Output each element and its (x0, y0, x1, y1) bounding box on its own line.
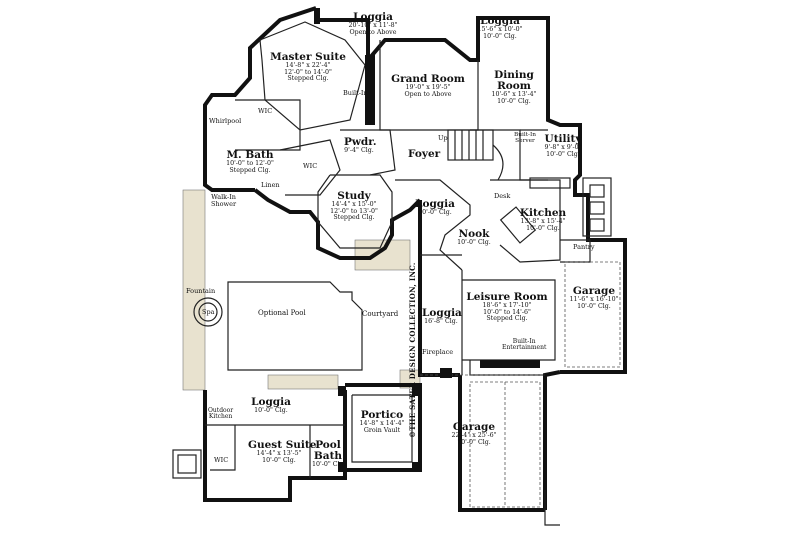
label-wic-master: WIC (258, 107, 273, 115)
room-dining-room: Dining Room 10'-6" x 13'-4" 10'-0" Clg. (491, 69, 537, 105)
room-garage-main: Garage 22'-4" x 25'-6" 10'-0" Clg. (451, 421, 497, 446)
label-outdoor-kitchen: Outdoor Kitchen (208, 407, 234, 421)
label-built-in-server: Built-In Server (514, 132, 537, 145)
room-portico: Portico 14'-8" x 14'-4" Groin Vault (359, 409, 405, 434)
label-fountain: Fountain (186, 287, 216, 295)
room-pwdr: Pwdr. 9'-4" Clg. (344, 136, 377, 155)
label-built-in-entertainment: Built-In Entertainment (502, 338, 547, 352)
cabinets (582, 177, 612, 237)
room-loggia-left: Loggia 16'-8" Clg. (422, 307, 462, 326)
room-loggia-mid: Loggia 10'-0" Clg. (415, 198, 455, 217)
label-fireplace: Fireplace (422, 348, 454, 356)
room-master-suite: Master Suite 14'-8" x 22'-4" 12'-0" to 1… (270, 51, 346, 83)
label-linen: Linen (261, 181, 280, 189)
label-built-in-grand: Built-In (343, 89, 368, 97)
optional-pool-outline (227, 281, 363, 371)
spa-outline (193, 297, 223, 327)
copyright-credit: ©THE SATER DESIGN COLLECTION, INC. (408, 262, 417, 438)
room-loggia-top: Loggia 20'-10" x 11'-8" Open to Above (348, 11, 398, 36)
label-whirlpool: Whirlpool (209, 117, 242, 125)
room-loggia-top-right: Loggia 15'-6" x 10'-0" 10'-0" Clg. (477, 15, 523, 40)
hatched-terrace (182, 189, 421, 391)
room-utility: Utility 9'-8" x 9'-0" 10'-0" Clg. (544, 133, 582, 158)
label-walk-in-shower: Walk-In Shower (211, 193, 237, 208)
exterior-walls (203, 6, 627, 512)
label-optional-pool: Optional Pool (258, 309, 306, 317)
room-m-bath: M. Bath 10'-0" to 12'-0" Stepped Clg. (226, 149, 274, 174)
room-study: Study 14'-4" x 15'-0" 12'-0" to 13'-0" S… (330, 190, 378, 222)
kitchen-island (499, 206, 537, 244)
label-spa: Spa (202, 308, 215, 316)
label-courtyard: Courtyard (362, 310, 399, 318)
room-grand-room: Grand Room 19'-0" x 19'-5" Open to Above (391, 73, 465, 98)
room-kitchen: Kitchen 13'-8" x 15'-4" 10'-0" Clg. (519, 207, 567, 232)
label-wic-guest: WIC (214, 456, 229, 464)
label-wic-study: WIC (303, 162, 318, 170)
label-up: Up (438, 134, 448, 142)
room-foyer: Foyer (408, 148, 441, 160)
garage-bays (469, 381, 541, 508)
stairs (447, 129, 504, 181)
room-guest-suite: Guest Suite 14'-4" x 13'-5" 10'-0" Clg. (248, 439, 317, 464)
label-desk: Desk (494, 192, 511, 200)
kitchen-counter (529, 177, 571, 189)
room-pool-bath: Pool Bath 10'-0" Clg. (312, 439, 346, 469)
room-nook: Nook 10'-0" Clg. (457, 228, 491, 247)
room-loggia-bottom: Loggia 10'-0" Clg. (251, 396, 291, 415)
room-leisure-room: Leisure Room 18'-6" x 17'-10" 10'-0" to … (466, 291, 548, 323)
label-pantry: Pantry (573, 243, 595, 251)
room-garage-right: Garage 11'-6" x 16'-10" 10'-0" Clg. (569, 285, 619, 310)
